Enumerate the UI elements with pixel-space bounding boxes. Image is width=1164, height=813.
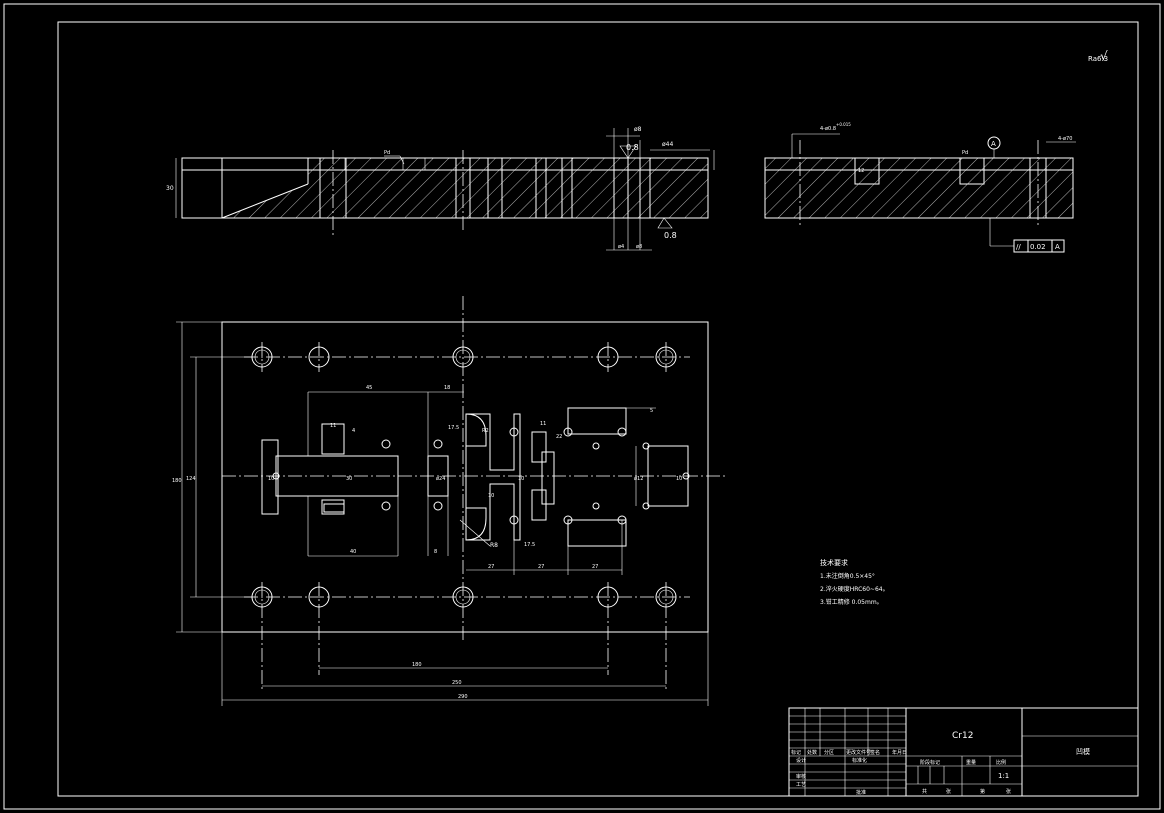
front-view-dim-n2: ø8 [636, 244, 642, 250]
tol-ref: A [1055, 243, 1060, 251]
inner-border [57, 21, 1139, 797]
front-view-dia-big: ø44 [662, 141, 673, 148]
tb-scale-value: 1:1 [998, 772, 1009, 780]
tb-design: 设计 [796, 757, 806, 764]
side-view-hatch [765, 158, 1073, 218]
dim-27b: 27 [538, 564, 544, 570]
roughness-corner-note: Ra6.3 √ [1088, 49, 1108, 63]
dim-17-5b: 17.5 [524, 542, 535, 548]
front-view-thickness: 30 [166, 185, 174, 192]
roughness-triangle-icon-2 [657, 217, 673, 229]
dim-v10b: 10 [518, 476, 524, 482]
dim-h124: 124 [186, 476, 196, 482]
side-view-outline [764, 157, 1074, 219]
dim-v10c: 10 [676, 476, 682, 482]
tb-approve: 批准 [856, 789, 866, 796]
front-roughness-top: 0.8 [626, 143, 639, 152]
side-view: 4-ø0.8 +0.015 4-ø70 12 Pd A // 0.02 A [764, 122, 1076, 253]
dim-27c: 27 [592, 564, 598, 570]
side-roughness-label: Pd [962, 150, 968, 156]
tol-value: 0.02 [1030, 243, 1046, 251]
side-view-holes-tol: +0.015 [836, 122, 851, 127]
tb-material: Cr12 [952, 731, 973, 741]
tb-std: 标准化 [852, 757, 867, 764]
title-block: 标记 处数 分区 更改文件号 签名 年月日 设计 标准化 审核 工艺 批准 Cr… [788, 707, 1139, 797]
tb-weight: 重量 [966, 759, 976, 766]
tb-check: 审核 [796, 773, 806, 780]
front-roughness-bottom: 0.8 [664, 231, 677, 240]
tb-zone: 分区 [824, 749, 834, 756]
tb-mark: 标记 [791, 749, 801, 756]
dim-11a: 11 [330, 423, 336, 429]
tol-symbol: // [1016, 243, 1021, 251]
plan-pin-holes [272, 427, 690, 525]
plan-screw-holes [251, 342, 677, 690]
dim-27a: 27 [488, 564, 494, 570]
front-view: 30 ø8 ø44 ø4 ø8 0.8 0.8 Pd [166, 126, 715, 251]
dim-v10: 10 [268, 476, 274, 482]
roughness-corner-text: Ra6.3 [1088, 55, 1108, 63]
tb-total: 共 [922, 788, 927, 795]
notes-line1: 1.未注倒角0.5×45° [820, 572, 875, 580]
dim-10: 10 [488, 493, 494, 499]
tb-process: 工艺 [796, 782, 806, 788]
side-view-holes: 4-ø0.8 [820, 126, 836, 132]
plan-outline [221, 321, 709, 633]
technical-notes: 技术要求 1.未注倒角0.5×45° 2.淬火硬度HRC60~64。 3.钳工精… [820, 558, 889, 606]
dim-h180: 180 [172, 478, 182, 484]
notes-title: 技术要求 [820, 558, 848, 567]
notes-line3: 3.钳工精修 0.05mm。 [820, 598, 883, 606]
front-view-unhatched-region [182, 158, 308, 218]
notes-line2: 2.淬火硬度HRC60~64。 [820, 585, 889, 593]
front-view-hole-lines [319, 150, 651, 236]
dim-4: 4 [352, 428, 355, 434]
plan-cavities [261, 407, 689, 547]
tb-sheet2: 第 [980, 788, 985, 795]
dim-22: 22 [556, 434, 562, 440]
dim-250: 250 [452, 680, 462, 686]
dim-45: 45 [366, 385, 372, 391]
front-view-outline [181, 157, 709, 219]
roughness-triangle-icon [619, 145, 637, 159]
dim-18: 18 [444, 385, 450, 391]
tb-sheet3: 张 [1006, 788, 1011, 795]
dim-11b: 11 [540, 421, 546, 427]
dim-phi12: ø12 [634, 476, 643, 482]
tolerance-frame [1013, 239, 1065, 253]
dim-R8: R8 [490, 542, 498, 549]
dim-5: 5 [650, 408, 653, 414]
dim-v30: 30 [346, 476, 352, 482]
tb-sheet: 张 [946, 788, 951, 795]
dim-8: 8 [434, 549, 437, 555]
side-view-datum: A [991, 140, 996, 148]
dim-40: 40 [350, 549, 356, 555]
plan-dimension-lines [176, 321, 709, 706]
side-view-depth: 12 [858, 168, 864, 174]
tb-sign: 签名 [870, 749, 880, 756]
tb-scale: 比例 [996, 759, 1006, 766]
front-view-dia-small: ø8 [634, 126, 642, 133]
roughness-symbol-icon: √ [1100, 49, 1108, 63]
front-roughness-label: Pd [384, 150, 390, 156]
outer-border [3, 3, 1161, 810]
side-view-hole-right: 4-ø70 [1058, 136, 1072, 142]
dim-v24: ø24 [436, 476, 445, 482]
plan-view: 45 18 17.5 11 11 22 4 R2 ø12 40 8 17.5 2… [172, 296, 728, 706]
tb-docno: 更改文件号 [846, 749, 871, 756]
tb-count: 处数 [807, 749, 817, 756]
tb-date: 年月日 [892, 749, 907, 756]
dim-290: 290 [458, 694, 468, 700]
dim-r2: R2 [482, 428, 489, 434]
dim-180: 180 [412, 662, 422, 668]
dim-17-5a: 17.5 [448, 425, 459, 431]
front-view-dim-n1: ø4 [618, 244, 624, 250]
tb-part-name: 凹模 [1076, 747, 1090, 756]
tb-stage: 阶段标记 [920, 759, 940, 766]
